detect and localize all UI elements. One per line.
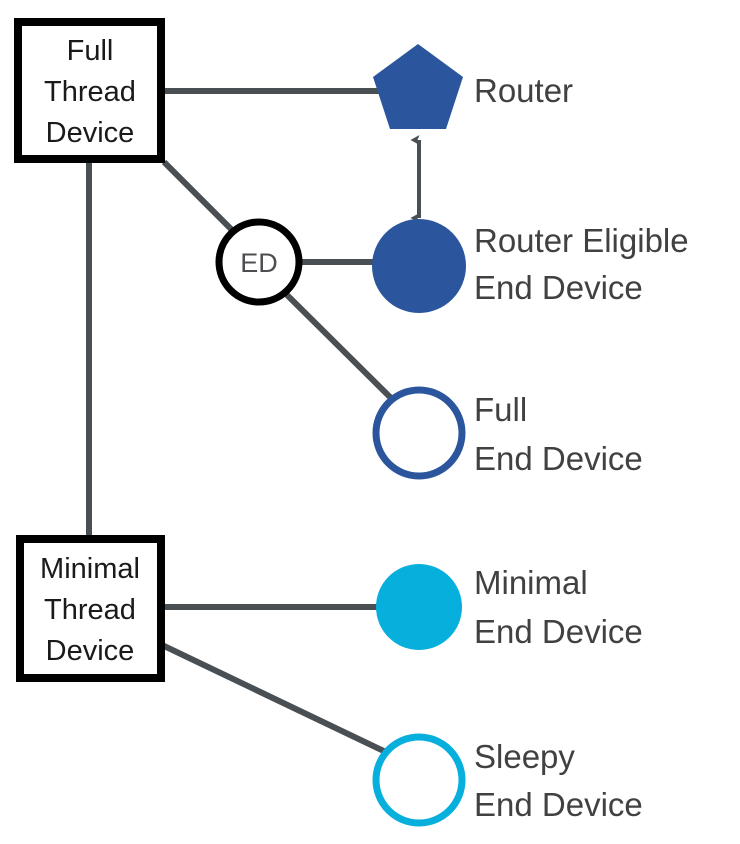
legend-shape-router[interactable] — [373, 44, 463, 129]
full-thread-device-label-line-1: Full — [67, 35, 114, 67]
filled-circle-icon — [376, 564, 462, 650]
legend-label-med-line-2: End Device — [474, 613, 643, 650]
legend-label-minimal-end-device: Minimal End Device — [474, 564, 643, 650]
legend-label-router-line-1: Router — [474, 72, 573, 109]
minimal-thread-device-box — [16, 535, 165, 682]
outline-circle-icon — [372, 733, 466, 827]
connector-lines — [86, 88, 421, 758]
legend-label-sed-line-2: End Device — [474, 786, 643, 823]
connector-ed-to-fed — [281, 289, 396, 403]
legend-shape-minimal-end-device[interactable] — [376, 564, 462, 650]
legend-shape-router-eligible-end-device[interactable] — [372, 219, 466, 313]
full-thread-device-node[interactable]: Full Thread Device — [14, 18, 165, 163]
legend-label-reed-line-1: Router Eligible — [474, 222, 689, 259]
legend-shape-sleepy-end-device[interactable] — [372, 733, 466, 827]
legend-label-sed-line-1: Sleepy — [474, 738, 575, 775]
minimal-thread-device-node[interactable]: Minimal Thread Device — [16, 535, 165, 682]
legend-label-fed-line-2: End Device — [474, 440, 643, 477]
legend-label-sleepy-end-device: Sleepy End Device — [474, 738, 643, 823]
connector-ftd-to-ed — [161, 159, 243, 241]
minimal-thread-device-label-line-3: Device — [46, 635, 135, 667]
filled-circle-icon — [372, 219, 466, 313]
full-thread-device-box — [14, 18, 165, 163]
legend-label-med-line-1: Minimal — [474, 564, 588, 601]
minimal-thread-device-label-line-1: Minimal — [40, 553, 140, 585]
legend-label-full-end-device: Full End Device — [474, 391, 643, 477]
legend-label-fed-line-1: Full — [474, 391, 527, 428]
legend-label-router-eligible-end-device: Router Eligible End Device — [474, 222, 689, 306]
outline-circle-icon — [372, 386, 466, 480]
connector-mtd-to-sed — [160, 642, 394, 758]
legend-label-router: Router — [474, 72, 573, 109]
full-thread-device-label-line-2: Thread — [44, 76, 136, 108]
legend-label-reed-line-2: End Device — [474, 269, 643, 306]
end-device-node[interactable]: ED — [215, 218, 303, 306]
full-thread-device-label-line-3: Device — [46, 117, 135, 149]
pentagon-icon — [373, 44, 463, 129]
ed-circle-icon — [215, 218, 303, 306]
minimal-thread-device-label-line-2: Thread — [44, 594, 136, 626]
ed-node-label: ED — [240, 248, 278, 278]
legend-shape-full-end-device[interactable] — [372, 386, 466, 480]
